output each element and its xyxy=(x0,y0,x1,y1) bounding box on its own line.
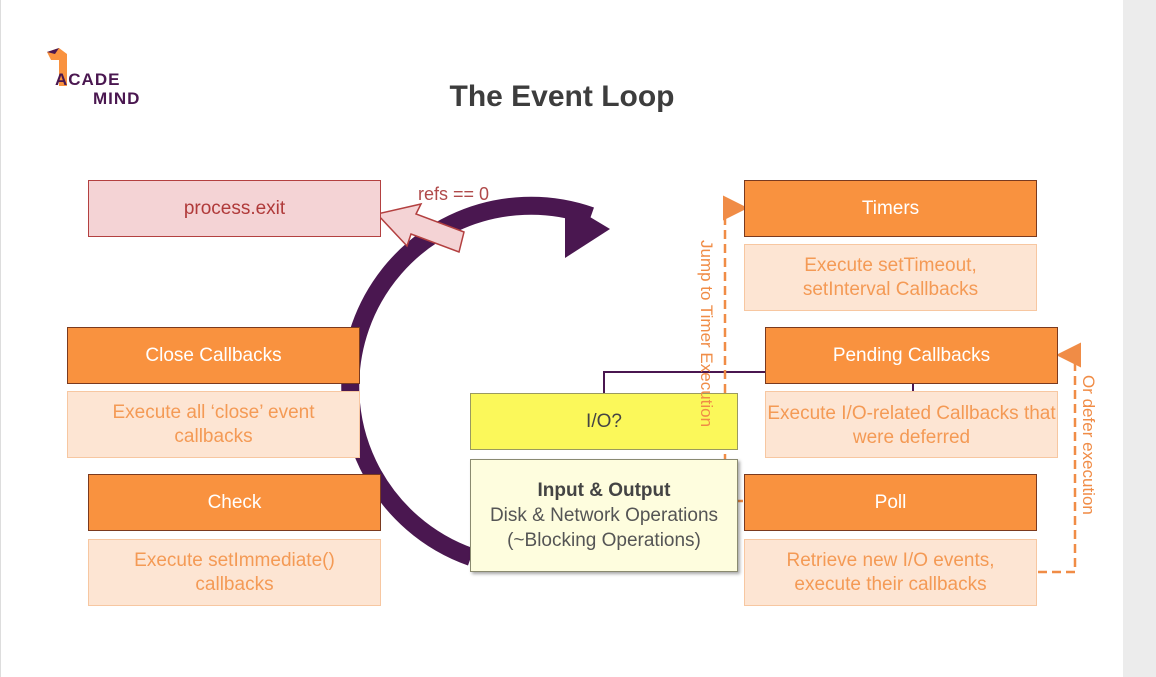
page-title: The Event Loop xyxy=(449,80,675,113)
pending-desc-io: I/O xyxy=(841,403,867,424)
exit-arrow xyxy=(375,202,465,253)
timers-phase: Timers xyxy=(744,180,1037,237)
process-exit-box: process.exit xyxy=(88,180,381,237)
event-loop-arrowhead xyxy=(565,202,610,258)
io-connector-line xyxy=(603,371,914,398)
check-description: Execute setImmediate() callbacks xyxy=(88,539,381,606)
logo-text-line1: ACADE xyxy=(55,70,121,89)
academind-logo: ACADE MIND xyxy=(43,44,163,114)
event-loop-ring xyxy=(341,196,594,566)
refs-condition-label: refs == 0 xyxy=(418,184,490,204)
jump-to-timer-arrow xyxy=(723,195,748,503)
poll-description: Retrieve new I/O events, execute their c… xyxy=(744,539,1037,606)
defer-execution-arrow xyxy=(1038,342,1081,574)
defer-execution-label: Or defer execution xyxy=(1079,375,1098,515)
logo-text-line2: MIND xyxy=(93,89,141,108)
io-info-box: Input & Output Disk & Network Operations… xyxy=(470,459,738,572)
diagram-graphics xyxy=(341,195,1081,574)
check-phase: Check xyxy=(88,474,381,531)
pending-callbacks-phase: Pending Callbacks xyxy=(765,327,1058,384)
io-question-box: I/O? xyxy=(470,393,738,450)
pending-desc-suffix: -related Callbacks that were deferred xyxy=(852,403,1056,448)
poll-phase: Poll xyxy=(744,474,1037,531)
pending-callbacks-description: Execute I/O-related Callbacks that were … xyxy=(765,391,1058,458)
io-info-text: Disk & Network Operations (~Blocking Ope… xyxy=(489,505,719,551)
close-callbacks-phase: Close Callbacks xyxy=(67,327,360,384)
slide: ACADE MIND The Event Loop refs == 0 proc… xyxy=(0,0,1123,677)
logo-mark-icon xyxy=(47,48,67,86)
close-callbacks-description: Execute all ‘close’ event callbacks xyxy=(67,391,360,458)
jump-to-timer-label: Jump to Timer Execution xyxy=(697,240,716,428)
timers-description: Execute setTimeout, setInterval Callback… xyxy=(744,244,1037,311)
pending-desc-prefix: Execute xyxy=(767,403,842,424)
io-info-title: Input & Output xyxy=(537,480,671,501)
